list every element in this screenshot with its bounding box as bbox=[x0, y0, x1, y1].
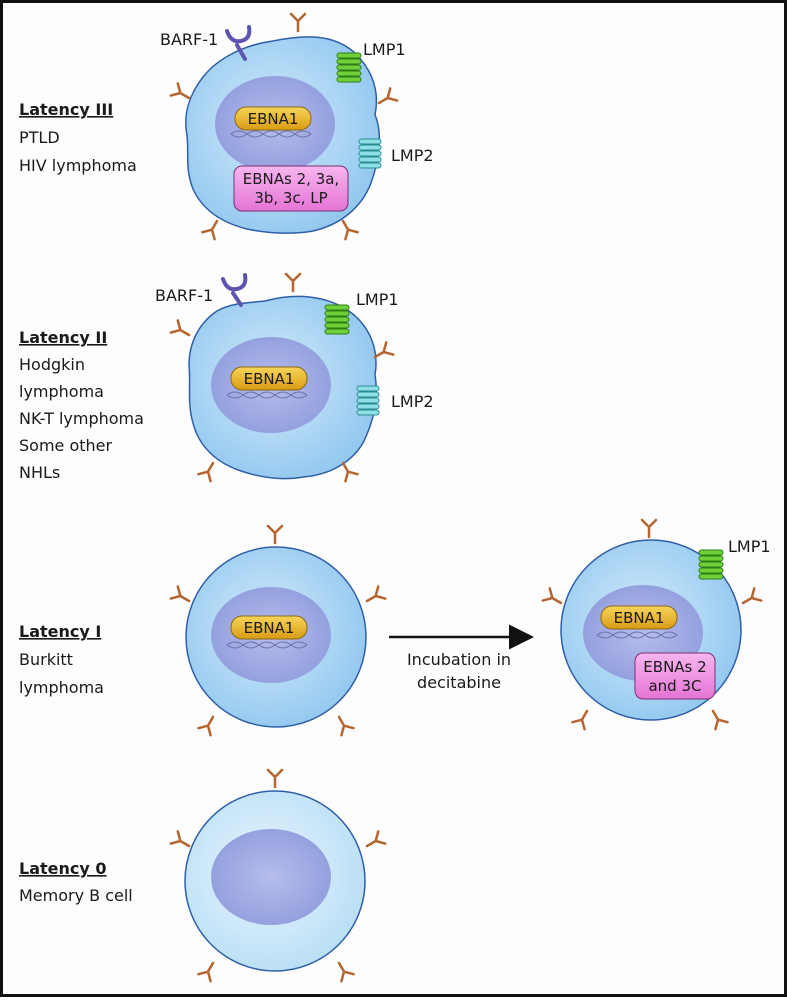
latency-ii-heading: Latency II bbox=[19, 328, 107, 347]
latency-iii-antibody bbox=[201, 219, 219, 241]
latency-iii-ebna1-pill bbox=[234, 106, 312, 131]
latency-iii-antibody bbox=[169, 82, 191, 100]
latency-ii-lmp1-icon bbox=[324, 304, 350, 335]
latency-ii-ebna1-label: EBNA1 bbox=[244, 370, 295, 388]
latency-0-nucleus bbox=[211, 829, 331, 925]
treated-antibody bbox=[640, 518, 658, 539]
latency-i-antibody bbox=[197, 715, 215, 737]
latency-ii-ebna1-pill bbox=[230, 366, 308, 391]
treated-dna bbox=[596, 631, 678, 639]
latency-ii-antibody bbox=[197, 461, 215, 483]
latency-ii-group: Latency II Hodgkin lymphoma NK-T lymphom… bbox=[19, 272, 434, 483]
latency-iii-antibody bbox=[341, 219, 359, 241]
treated-antibody bbox=[571, 709, 589, 731]
arrow-label-line-1: Incubation in bbox=[407, 650, 511, 669]
treated-ebnas-line-2: and 3C bbox=[648, 677, 701, 695]
latency-iii-ebnas-box bbox=[233, 165, 349, 212]
latency-0-antibody bbox=[337, 961, 355, 983]
treated-ebnas-line-1: EBNAs 2 bbox=[643, 658, 706, 676]
latency-0-group: Latency 0 Memory B cell bbox=[19, 768, 387, 983]
latency-i-heading: Latency I bbox=[19, 622, 101, 641]
latency-i-line-1: Burkitt bbox=[19, 650, 73, 669]
latency-i-group: Latency I Burkitt lymphoma EBNA1 Incubat… bbox=[19, 518, 771, 737]
latency-iii-group: Latency III PTLD HIV lymphoma EBNA1 EBNA… bbox=[19, 12, 434, 241]
latency-iii-antibodies bbox=[169, 12, 399, 241]
latency-i-antibody bbox=[266, 524, 284, 545]
latency-ii-antibody bbox=[341, 461, 359, 483]
latency-ii-dna bbox=[226, 391, 308, 399]
treated-antibody bbox=[711, 709, 729, 731]
latency-iii-ebna1-label: EBNA1 bbox=[248, 110, 299, 128]
latency-ii-barf-label: BARF-1 bbox=[155, 286, 213, 305]
latency-0-antibody bbox=[197, 961, 215, 983]
latency-0-heading: Latency 0 bbox=[19, 859, 107, 878]
latency-iii-dna bbox=[230, 130, 312, 138]
latency-iii-antibody bbox=[289, 12, 307, 33]
latency-0-antibody bbox=[365, 830, 387, 848]
latency-ii-lmp1-label: LMP1 bbox=[356, 290, 399, 309]
latency-iii-ebnas-line-1: EBNAs 2, 3a, bbox=[243, 170, 339, 188]
latency-0-antibody bbox=[266, 768, 284, 789]
latency-ii-antibody bbox=[373, 341, 395, 359]
latency-ii-line-4: Some other bbox=[19, 436, 113, 455]
latency-0-antibody bbox=[169, 830, 191, 848]
latency-i-antibodies bbox=[169, 524, 387, 737]
latency-iii-heading: Latency III bbox=[19, 100, 113, 119]
latency-iii-line-2: HIV lymphoma bbox=[19, 156, 137, 175]
arrow-label-line-2: decitabine bbox=[417, 673, 501, 692]
latency-iii-antibody bbox=[377, 87, 399, 105]
treated-ebnas-box bbox=[634, 652, 716, 700]
latency-iii-ebnas-line-2: 3b, 3c, LP bbox=[254, 189, 327, 207]
latency-ii-antibodies bbox=[169, 272, 395, 483]
latency-iii-lmp2-icon bbox=[358, 138, 382, 169]
treated-ebna1-pill bbox=[600, 605, 678, 630]
latency-i-dna bbox=[226, 641, 308, 649]
treated-antibodies bbox=[541, 518, 763, 731]
latency-ii-lmp2-icon bbox=[356, 385, 380, 416]
latency-iii-lmp1-icon bbox=[336, 52, 362, 83]
latency-ii-antibody bbox=[169, 319, 191, 337]
latency-ii-barf-receptor bbox=[221, 273, 248, 307]
latency-i-antibody bbox=[365, 585, 387, 603]
latency-iii-lmp2-label: LMP2 bbox=[391, 146, 434, 165]
diagram-canvas: Latency III PTLD HIV lymphoma EBNA1 EBNA… bbox=[19, 12, 771, 983]
latency-ii-line-3: NK-T lymphoma bbox=[19, 409, 144, 428]
treated-lmp1-icon bbox=[698, 549, 724, 580]
latency-ii-line-1: Hodgkin bbox=[19, 355, 85, 374]
latency-i-line-2: lymphoma bbox=[19, 678, 104, 697]
latency-ii-line-5: NHLs bbox=[19, 463, 60, 482]
latency-i-ebna1-label: EBNA1 bbox=[244, 619, 295, 637]
latency-0-antibodies bbox=[169, 768, 387, 983]
latency-ii-line-2: lymphoma bbox=[19, 382, 104, 401]
latency-iii-lmp1-label: LMP1 bbox=[363, 40, 406, 59]
treated-antibody bbox=[741, 587, 763, 605]
treated-antibody bbox=[541, 587, 563, 605]
latency-0-line-1: Memory B cell bbox=[19, 886, 133, 905]
latency-iii-barf-receptor bbox=[225, 25, 252, 61]
treated-ebna1-label: EBNA1 bbox=[614, 609, 665, 627]
latency-iii-line-1: PTLD bbox=[19, 128, 60, 147]
latency-iii-barf-label: BARF-1 bbox=[160, 30, 218, 49]
latency-i-ebna1-pill bbox=[230, 615, 308, 640]
latency-i-antibody bbox=[337, 715, 355, 737]
latency-ii-lmp2-label: LMP2 bbox=[391, 392, 434, 411]
treated-lmp1-label: LMP1 bbox=[728, 537, 771, 556]
latency-ii-antibody bbox=[284, 272, 302, 293]
latency-i-antibody bbox=[169, 585, 191, 603]
